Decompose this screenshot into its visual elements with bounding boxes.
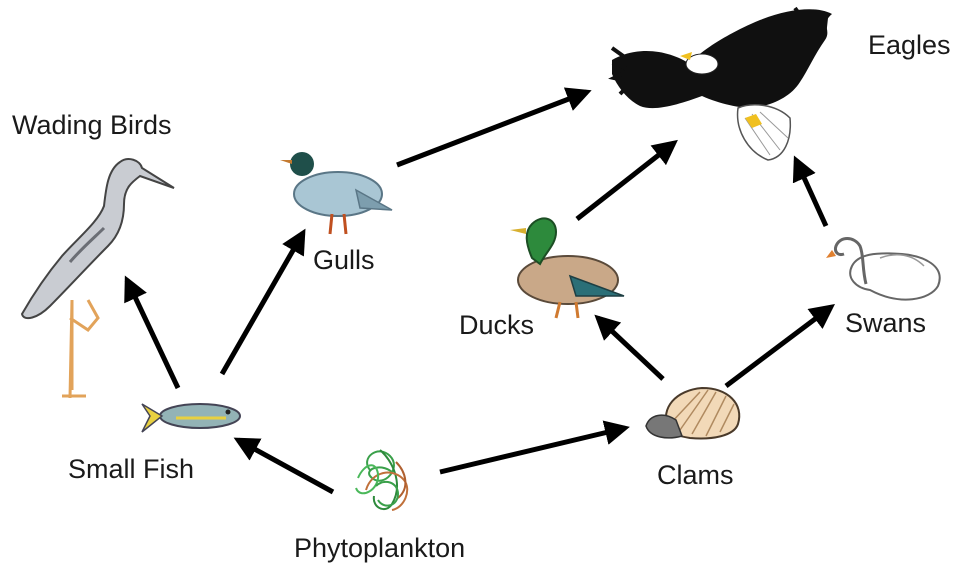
arrow-small-fish-to-gulls — [222, 233, 303, 374]
arrow-gulls-to-eagles — [397, 92, 587, 165]
label-gulls: Gulls — [313, 245, 375, 276]
label-phytoplankton: Phytoplankton — [294, 533, 465, 564]
label-clams: Clams — [657, 460, 734, 491]
arrow-phytoplankton-to-small-fish — [238, 440, 333, 492]
arrow-small-fish-to-wading-birds — [127, 280, 178, 388]
arrow-clams-to-swans — [726, 307, 831, 386]
label-small-fish: Small Fish — [68, 454, 194, 485]
label-eagles: Eagles — [868, 30, 951, 61]
label-ducks: Ducks — [459, 310, 534, 341]
swan-icon — [826, 239, 940, 300]
arrow-ducks-to-eagles — [577, 143, 674, 219]
arrow-phytoplankton-to-clams — [440, 428, 625, 472]
duck-icon — [510, 218, 624, 318]
fish-icon — [142, 404, 240, 432]
label-swans: Swans — [845, 308, 926, 339]
arrow-swans-to-eagles — [796, 160, 826, 226]
phytoplankton-icon — [356, 450, 407, 510]
gull-icon — [280, 152, 392, 234]
clam-icon — [646, 388, 739, 438]
label-wading-birds: Wading Birds — [12, 110, 172, 141]
arrow-clams-to-ducks — [598, 318, 663, 379]
heron-icon — [22, 159, 174, 398]
eagle-icon — [612, 8, 832, 160]
